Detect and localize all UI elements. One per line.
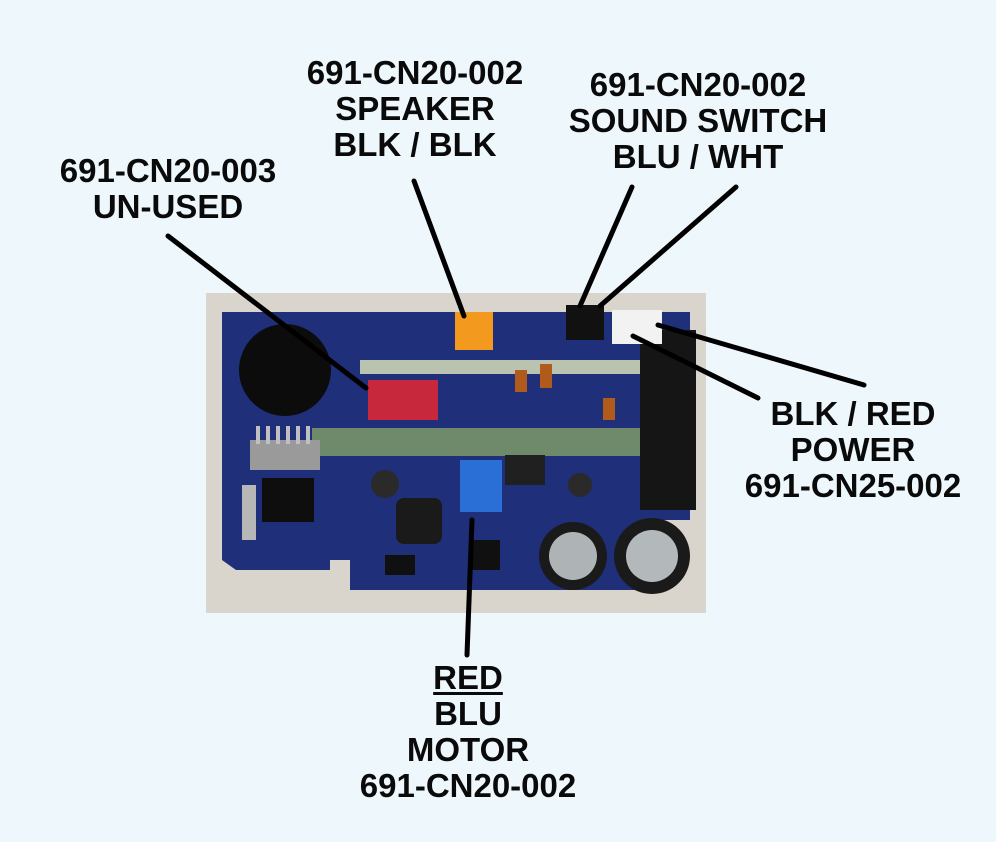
label-motor: RED BLU MOTOR 691-CN20-002 [338, 660, 598, 804]
pin-header [250, 426, 320, 470]
label-speaker-wires: BLK / BLK [333, 126, 497, 163]
leader-power-b [630, 333, 761, 401]
label-sound-switch-part: 691-CN20-002 [589, 66, 807, 103]
label-sound-switch-name: SOUND SWITCH [568, 102, 828, 139]
ic-chip [262, 478, 314, 522]
label-unused: 691-CN20-003 UN-USED [48, 153, 288, 225]
daughter-board [312, 428, 642, 456]
label-speaker-name: SPEAKER [335, 90, 495, 127]
label-motor-part: 691-CN20-002 [359, 767, 577, 804]
connector-blue [460, 460, 502, 512]
leader-motor [464, 517, 475, 658]
label-sound-switch: 691-CN20-002 SOUND SWITCH BLU / WHT [548, 67, 848, 175]
label-motor-wire-blu: BLU [434, 695, 502, 732]
daughter-board-top [360, 360, 650, 374]
connector-orange [455, 312, 493, 350]
crystal [242, 485, 256, 540]
label-sound-switch-wires: BLU / WHT [612, 138, 784, 175]
leader-sound-switch-b [597, 184, 739, 309]
leader-unused [165, 233, 369, 391]
inductor [396, 498, 442, 544]
label-speaker-part: 691-CN20-002 [306, 54, 524, 91]
small-capacitor-2 [568, 473, 592, 497]
small-capacitor [371, 470, 399, 498]
leader-sound-switch-a [577, 184, 635, 309]
connector-red [368, 380, 438, 420]
leader-lines [165, 178, 867, 658]
leader-power-a [655, 322, 867, 388]
label-unused-part: 691-CN20-003 [59, 152, 277, 189]
label-unused-status: UN-USED [92, 188, 244, 225]
label-power-part: 691-CN25-002 [744, 467, 962, 504]
label-power-name: POWER [790, 431, 916, 468]
heatsink-block [640, 330, 696, 510]
connector-black [566, 305, 604, 340]
label-power: BLK / RED POWER 691-CN25-002 [728, 396, 978, 504]
leader-speaker [411, 178, 467, 319]
label-speaker: 691-CN20-002 SPEAKER BLK / BLK [290, 55, 540, 163]
label-power-wires: BLK / RED [770, 395, 936, 432]
label-motor-name: MOTOR [406, 731, 530, 768]
buzzer [239, 324, 331, 416]
label-motor-wire-red: RED [433, 659, 503, 696]
